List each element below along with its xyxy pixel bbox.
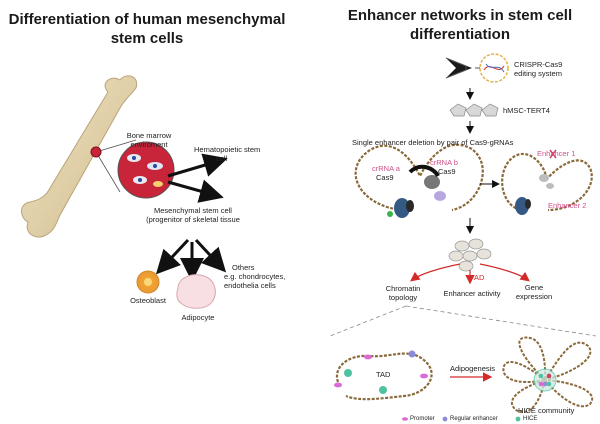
tad-chromatin [334,350,433,401]
chromatin-topology-label: Chromatin topology [380,284,426,302]
others-line1: Others [232,263,255,272]
hsc-line1: Hematopoietic stem [194,145,261,154]
hice-community-rosette [502,336,594,413]
red-arrow-gene [479,263,530,282]
legend-hice-label: HICE [523,416,538,422]
others-label: Others e.g. chondrocytes, endothelia cel… [224,263,285,290]
right-title-line1: Enhancer networks in stem cell [347,7,573,24]
crrna-a-text: crRNA a [372,164,400,173]
zoom-line-top [95,139,137,153]
bone-illustration [21,75,138,238]
gene-line1: Gene [524,283,544,292]
chromatin-line2: topology [388,293,418,302]
adipocyte-cell [176,274,216,309]
cas9-scissors-icon [445,57,472,79]
left-panel-title: Differentiation of human mesenchymal ste… [2,10,292,48]
legend-regular-enhancer-label: Regular enhancer [450,416,498,422]
arrow-to-others [194,238,227,273]
crispr-line2: editing system [514,69,562,78]
hsc-label: Hematopoietic stem cell [194,145,260,163]
chromatin-loop-right [501,149,593,215]
hice-community-label: HICE community [518,406,575,415]
cas9-a-text: Cas9 [376,173,394,182]
tad-label: TAD [376,370,391,379]
chromatin-line1: Chromatin [385,284,421,293]
legend-promoter-label: Promoter [410,416,435,422]
chromatin-loop-left [354,143,484,218]
zoom-dash-right [405,305,597,337]
arrow-to-hsc [167,153,228,178]
msc-line2: (progenitor of skeletal tissue [146,215,240,224]
osteoblast-cell [136,270,160,294]
hmsc-cells-icon [449,103,499,117]
promoter-legend-icon [402,417,408,421]
ad-label: AD [474,273,485,282]
enhancer-activity-label: Enhancer activity [443,289,501,298]
others-line2: e.g. chondrocytes, [224,272,286,281]
adipocyte-label: Adipocyte [181,313,215,322]
bone-marrow-circle [117,141,175,199]
osteoblast-label: Osteoblast [130,296,166,305]
marrow-spot [90,146,102,158]
crispr-line1: CRISPR-Cas9 [514,60,563,69]
right-title-line2: differentiation [410,26,510,43]
arrow-to-msc [167,179,224,203]
bone-marrow-line1: Bone marrow [126,131,172,140]
zoom-dash-left [329,305,407,337]
red-arrow-chromatin [410,263,461,282]
crispr-label: CRISPR-Cas9 editing system [514,60,562,78]
hmsc-label: hMSC-TERT4 [503,106,550,115]
crrna-b-label: crRNA b Cas9 [430,158,458,176]
deletion-label: Single enhancer deletion by pair of Cas9… [352,138,514,147]
right-panel-title: Enhancer networks in stem cell different… [320,6,600,44]
others-line3: endothelia cells [224,281,276,290]
enhancer1-label: Enhancer 1 [537,149,576,158]
hsc-line2: cell [216,154,228,163]
crrna-a-label: crRNA a Cas9 [372,164,400,182]
arrow-to-osteoblast [155,238,190,275]
bone-marrow-line2: enviroment [130,140,168,149]
left-title-line1: Differentiation of human mesenchymal [8,11,286,28]
enhancer2-label: Enhancer 2 [548,201,587,210]
msc-line1: Mesenchymal stem cell [154,206,232,215]
crispr-plasmid-icon [479,53,509,83]
differentiated-cells-icon [448,238,492,272]
gene-expression-label: Gene expression [514,283,554,301]
bone-marrow-label: Bone marrow enviroment [124,131,174,149]
hice-legend-icon [515,416,521,422]
gene-line2: expression [515,292,553,301]
regular-enhancer-legend-icon [442,416,448,422]
crrna-b-text: crRNA b [430,158,458,167]
adipogenesis-label: Adipogenesis [450,364,496,373]
left-title-line2: stem cells [110,30,184,47]
msc-label: Mesenchymal stem cell (progenitor of ske… [138,206,248,224]
zoom-line-bottom [95,151,121,193]
cas9-b-text: Cas9 [438,167,456,176]
